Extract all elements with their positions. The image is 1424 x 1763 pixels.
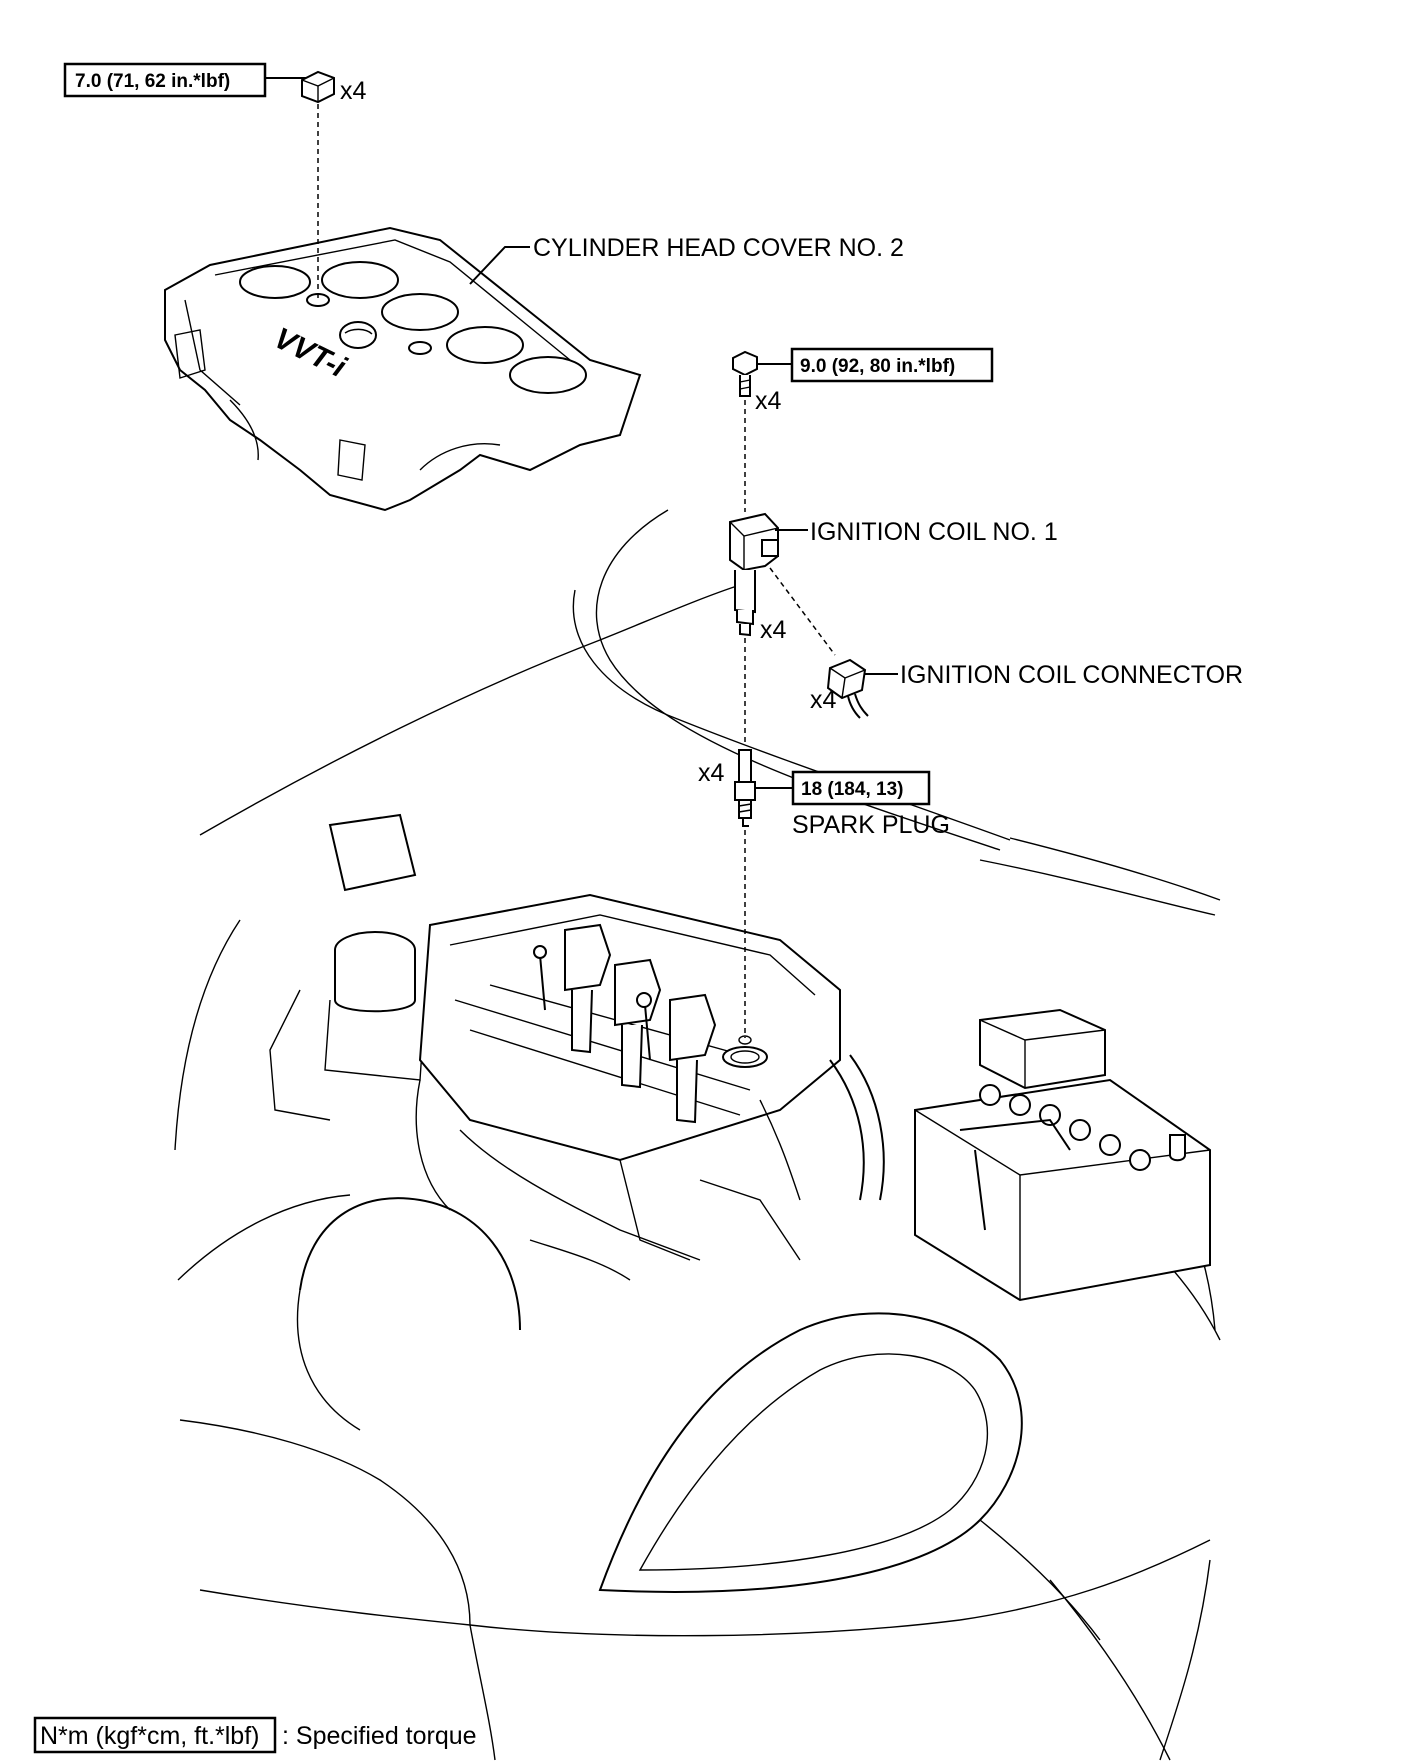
coil-bolt-quantity: x4 (755, 387, 782, 415)
legend-unit-text: N*m (kgf*cm, ft.*lbf) (40, 1722, 259, 1750)
ignition-coil-label: IGNITION COIL NO. 1 (810, 518, 1058, 546)
spark-plug-label: SPARK PLUG (792, 811, 950, 839)
spark-plug-torque-value: 18 (184, 13) (801, 779, 903, 800)
spark-plug-torque-box (791, 770, 931, 806)
cover-nut-torque-box (63, 62, 267, 98)
ignition-coil-connector-icon (826, 658, 869, 719)
cover-nut-callout: 7.0 (71, 62 in.*lbf) x4 (63, 62, 367, 298)
spark-plug-callout: x4 18 (184, 13) SPARK PLUG (698, 749, 950, 1038)
legend-unit-box (33, 1716, 277, 1754)
torque-legend: N*m (kgf*cm, ft.*lbf) : Specified torque (33, 1716, 477, 1754)
vehicle-body-outline (174, 509, 1221, 1761)
legend-description: : Specified torque (282, 1722, 477, 1750)
cover-nut-torque-value: 7.0 (71, 62 in.*lbf) (75, 71, 230, 92)
ignition-coil-connector-label: IGNITION COIL CONNECTOR (900, 661, 1243, 689)
spark-plug-quantity: x4 (698, 759, 725, 787)
coil-bolt-callout: 9.0 (92, 80 in.*lbf) x4 (732, 347, 994, 512)
installed-ignition-coils (564, 923, 717, 1124)
cylinder-head-cover-label: CYLINDER HEAD COVER NO. 2 (533, 234, 904, 262)
coil-bolt-torque-box (790, 347, 994, 383)
cylinder-head-cover-callout: CYLINDER HEAD COVER NO. 2 (469, 234, 904, 285)
ignition-coil-quantity: x4 (760, 616, 787, 644)
coil-bolt-icon (732, 350, 758, 397)
coil-bolt-torque-value: 9.0 (92, 80 in.*lbf) (800, 356, 955, 377)
cover-nut-icon (301, 70, 335, 104)
engine-bay (269, 813, 1211, 1302)
cover-nut-quantity: x4 (340, 77, 367, 105)
ignition-coil-icon (729, 512, 779, 637)
connector-quantity: x4 (810, 686, 837, 714)
spark-plug-icon (734, 749, 756, 827)
ignition-coil-callout: IGNITION COIL NO. 1 x4 (729, 512, 1058, 745)
connector-callout: IGNITION COIL CONNECTOR x4 (810, 658, 1243, 719)
cylinder-head-cover: VVT-i (164, 226, 642, 512)
